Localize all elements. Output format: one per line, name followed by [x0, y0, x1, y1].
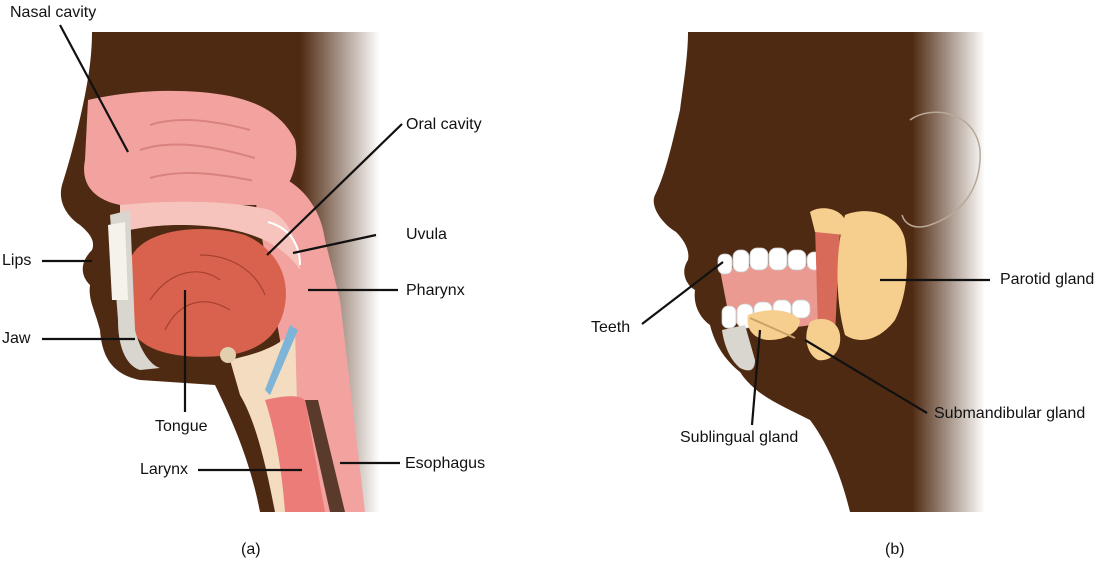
head-profile-glands [653, 32, 985, 512]
label-larynx: Larynx [140, 461, 189, 478]
head-sagittal-section [60, 32, 381, 512]
label-nasal-cavity: Nasal cavity [10, 4, 97, 21]
label-sublingual-gland: Sublingual gland [680, 429, 799, 446]
label-lips: Lips [2, 252, 32, 269]
label-parotid-gland: Parotid gland [1000, 271, 1095, 288]
nasal-cavity-shape [84, 90, 297, 205]
parotid-gland-shape [837, 211, 907, 340]
caption-b: (b) [885, 541, 905, 558]
label-teeth: Teeth [591, 319, 631, 336]
pharynx-shape [250, 170, 365, 512]
upper-teeth [717, 247, 826, 275]
panel-b-leader-lines [641, 261, 990, 426]
label-pharynx: Pharynx [406, 282, 465, 299]
label-uvula: Uvula [406, 226, 447, 243]
label-oral-cavity: Oral cavity [406, 116, 482, 133]
tongue-shape [125, 228, 286, 357]
label-esophagus: Esophagus [405, 455, 486, 472]
submandibular-gland-shape [806, 318, 841, 361]
panel-a-leader-lines [42, 24, 403, 472]
label-jaw: Jaw [2, 330, 31, 347]
caption-a: (a) [241, 541, 261, 558]
label-tongue: Tongue [155, 418, 208, 435]
esophagus-shape [305, 400, 345, 512]
label-submandibular-gland: Submandibular gland [934, 405, 1086, 422]
